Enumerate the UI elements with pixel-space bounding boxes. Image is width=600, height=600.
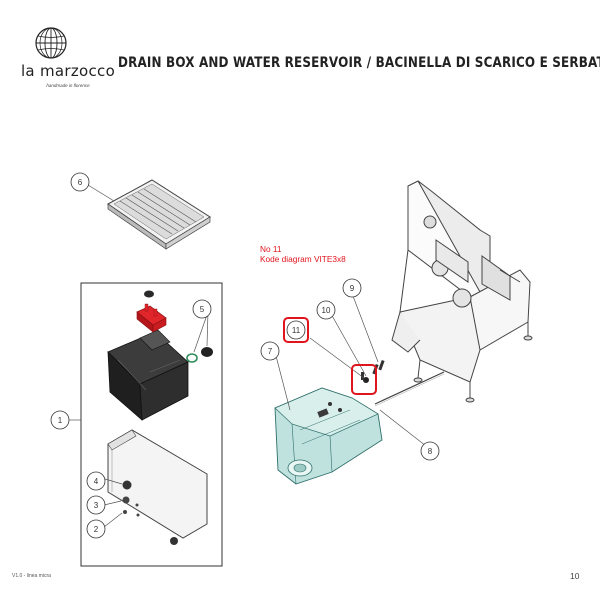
assembly-group-frame — [80, 282, 223, 567]
washer-part — [122, 496, 130, 504]
callout-8-label: 8 — [428, 447, 433, 456]
callout-3: 3 — [86, 495, 106, 515]
highlight-box-screw — [351, 364, 377, 395]
drain-box-part — [107, 329, 189, 421]
foot-part — [170, 537, 178, 545]
callout-1-label: 1 — [58, 416, 63, 425]
callout-4: 4 — [86, 471, 106, 491]
callout-10: 10 — [316, 300, 336, 320]
water-reservoir-part — [274, 387, 383, 485]
callout-5-label: 5 — [200, 305, 205, 314]
callout-7-label: 7 — [268, 347, 273, 356]
callout-2: 2 — [86, 519, 106, 539]
callout-11-label: 11 — [292, 326, 301, 335]
metal-shield-part — [107, 429, 208, 539]
footer-edition: V1.0 - linea micra — [12, 573, 51, 579]
brand-name: la marzocco — [20, 62, 116, 80]
callout-6-label: 6 — [78, 178, 83, 187]
leader-lines — [69, 184, 427, 528]
callout-9: 9 — [342, 278, 362, 298]
callout-9-label: 9 — [350, 284, 355, 293]
callout-3-label: 3 — [94, 501, 99, 510]
note-line-1: No 11 — [260, 244, 282, 254]
screw-tiny-part-b — [136, 513, 140, 517]
callout-10-label: 10 — [322, 306, 331, 315]
screw-highlighted-part — [361, 372, 369, 383]
red-bracket-part — [136, 303, 167, 333]
callout-1: 1 — [50, 410, 70, 430]
brand-globe-icon — [35, 27, 67, 59]
callout-11: 11 — [286, 320, 306, 340]
callout-8: 8 — [420, 441, 440, 461]
callout-6: 6 — [70, 172, 90, 192]
probe-rod-highlight — [374, 373, 445, 407]
red-note: No 11 Kode diagram VITE3x8 — [260, 244, 346, 264]
cap-part — [201, 347, 213, 357]
brand-tagline: handmade in florence — [46, 83, 90, 88]
note-line-2: Kode diagram VITE3x8 — [260, 254, 346, 264]
callout-2-label: 2 — [94, 525, 99, 534]
machine-frame-part — [391, 180, 533, 403]
callout-7: 7 — [260, 341, 280, 361]
green-seal-part — [186, 353, 198, 363]
top-knob-part — [144, 290, 154, 298]
page-number: 10 — [570, 571, 580, 581]
drip-grate-part — [107, 179, 211, 250]
callout-4-label: 4 — [94, 477, 99, 486]
grommet-part — [122, 480, 132, 490]
screw-pair-part — [372, 359, 385, 375]
highlight-box-callout-11 — [283, 317, 309, 343]
callout-5: 5 — [192, 299, 212, 319]
screw-small-part — [123, 510, 127, 514]
page-title: DRAIN BOX AND WATER RESERVOIR / BACINELL… — [118, 54, 600, 71]
probe-rod-part — [374, 371, 445, 405]
screw-tiny-part-a — [135, 503, 139, 507]
